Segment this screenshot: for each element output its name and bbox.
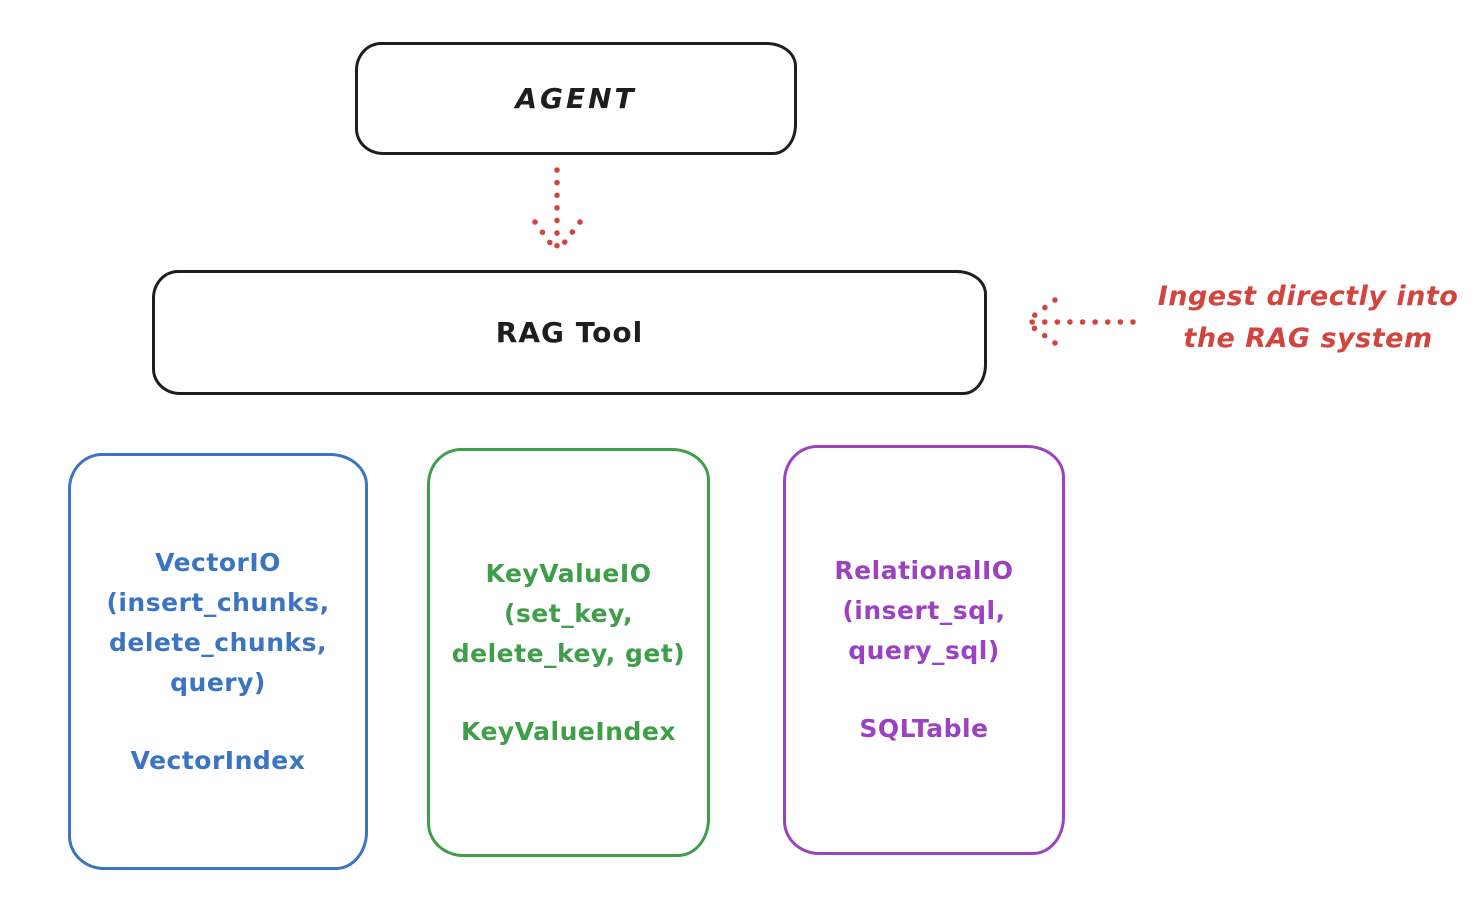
relational-io-line: (insert_sql, [842, 596, 1006, 625]
relational-io-line: RelationalIO [834, 556, 1014, 585]
keyvalue-io-line: (set_key, [504, 598, 633, 628]
agent-box-label: AGENT [515, 82, 637, 115]
keyvalue-index-label: KeyValueIndex [461, 716, 676, 746]
vector-io-text: VectorIO (insert_chunks, delete_chunks, … [106, 543, 329, 781]
vector-io-line: VectorIO [155, 547, 281, 577]
rag-tool-box: RAG Tool [152, 270, 987, 395]
vector-index-label: VectorIndex [130, 745, 306, 775]
ingest-annotation: Ingest directly into the RAG system [1138, 276, 1478, 360]
sql-table-label: SQLTable [859, 714, 989, 743]
vector-io-line: query) [170, 667, 266, 697]
relational-io-line: query_sql) [848, 636, 1000, 665]
agent-to-rag-arrow [532, 167, 583, 254]
relational-io-box: RelationalIO (insert_sql, query_sql) SQL… [783, 445, 1065, 855]
agent-box: AGENT [355, 42, 797, 155]
keyvalue-io-text: KeyValueIO (set_key, delete_key, get) Ke… [452, 554, 685, 752]
vector-io-line: (insert_chunks, [106, 587, 330, 617]
ingest-annotation-line1: Ingest directly into [1157, 281, 1459, 312]
relational-io-text: RelationalIO (insert_sql, query_sql) SQL… [834, 551, 1013, 749]
ingest-arrow [1024, 297, 1136, 346]
vector-io-line: delete_chunks, [109, 627, 327, 657]
vector-io-box: VectorIO (insert_chunks, delete_chunks, … [68, 453, 368, 870]
keyvalue-io-line: KeyValueIO [485, 558, 652, 588]
rag-tool-box-label: RAG Tool [495, 316, 644, 349]
ingest-annotation-line2: the RAG system [1183, 323, 1433, 354]
keyvalue-io-line: delete_key, get) [451, 638, 686, 668]
keyvalue-io-box: KeyValueIO (set_key, delete_key, get) Ke… [427, 448, 710, 857]
